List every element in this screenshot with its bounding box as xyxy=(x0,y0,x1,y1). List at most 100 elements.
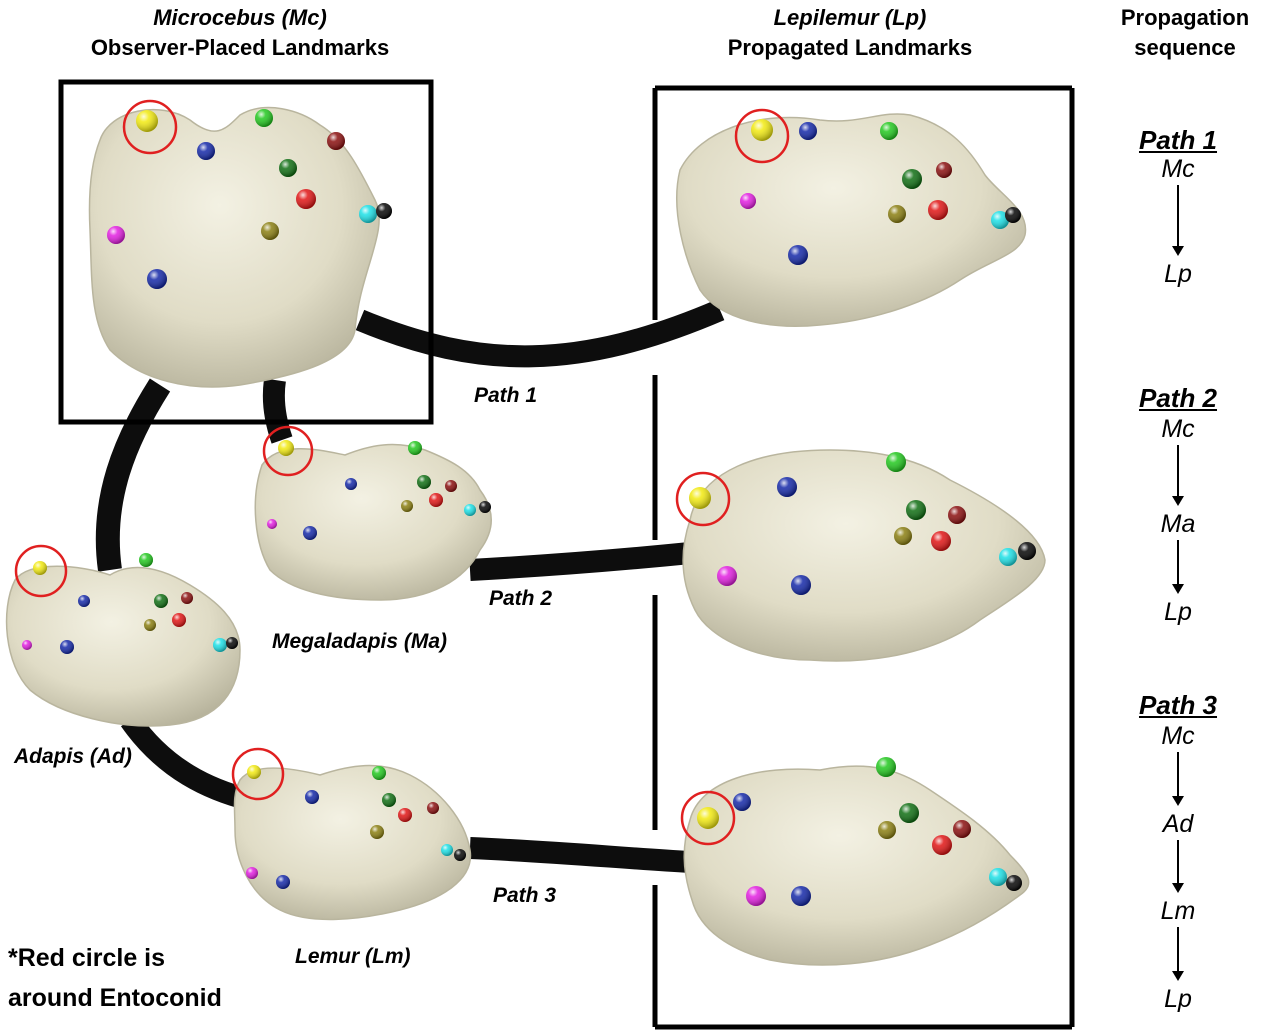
landmark-shading xyxy=(989,868,1007,886)
sequence-2-title: Path 2 xyxy=(1138,383,1218,413)
landmark-shading xyxy=(932,835,952,855)
landmark-shading xyxy=(717,566,737,586)
landmark-shading xyxy=(429,493,443,507)
lepilemur-frame xyxy=(652,85,1075,1030)
landmark-shading xyxy=(197,142,215,160)
sequence-3-node: Ad xyxy=(1162,810,1194,838)
microcebus-frame xyxy=(58,79,434,425)
landmark-shading xyxy=(327,132,345,150)
sequence-3-node: Mc xyxy=(1161,722,1195,750)
sequence-2-node: Mc xyxy=(1161,415,1195,443)
adapis-tooth xyxy=(5,544,241,727)
sequence-arrow xyxy=(1177,185,1179,248)
landmark-shading xyxy=(278,440,294,456)
landmark-shading xyxy=(359,205,377,223)
sequence-2-node: Ma xyxy=(1160,510,1196,538)
sequence-3-node: Lp xyxy=(1164,985,1192,1013)
landmark-shading xyxy=(345,478,357,490)
landmark-shading xyxy=(408,441,422,455)
sequence-arrow-head xyxy=(1172,584,1184,594)
tooth-surface xyxy=(88,106,380,388)
landmark-shading xyxy=(139,553,153,567)
landmark-shading xyxy=(888,205,906,223)
observer-landmarks-label: Observer-Placed Landmarks xyxy=(90,35,390,60)
landmark-shading xyxy=(899,803,919,823)
landmark-shading xyxy=(33,561,47,575)
mc-to-ad-connector xyxy=(95,378,171,572)
tooth-surface xyxy=(233,764,472,921)
landmark-shading xyxy=(931,531,951,551)
path-1-connector xyxy=(355,299,725,368)
lemur-label: Lemur (Lm) xyxy=(295,945,411,968)
landmark-shading xyxy=(376,203,392,219)
landmark-shading xyxy=(689,487,711,509)
landmark-shading xyxy=(441,844,453,856)
sequence-header: Propagation sequence xyxy=(1110,3,1260,63)
lepilemur-header: Lepilemur (Lp) Propagated Landmarks xyxy=(680,3,1020,63)
landmark-shading xyxy=(144,619,156,631)
entoconid-circle xyxy=(122,99,178,155)
landmark-shading xyxy=(78,595,90,607)
landmark-shading xyxy=(880,122,898,140)
landmark-shading xyxy=(398,808,412,822)
note-line2: around Entoconid xyxy=(8,984,222,1012)
landmark-shading xyxy=(267,519,277,529)
landmark-shading xyxy=(226,637,238,649)
entoconid-note: *Red circle is around Entoconid xyxy=(8,938,222,1018)
landmark-shading xyxy=(878,821,896,839)
landmark-shading xyxy=(1006,875,1022,891)
landmark-shading xyxy=(1005,207,1021,223)
sequence-1-title: Path 1 xyxy=(1138,125,1218,155)
sequence-1-node: Mc xyxy=(1161,155,1195,183)
landmark-shading xyxy=(454,849,466,861)
megaladapis-label: Megaladapis (Ma) xyxy=(272,630,448,653)
landmark-shading xyxy=(740,193,756,209)
adapis-label: Adapis (Ad) xyxy=(14,745,132,768)
entoconid-circle xyxy=(231,747,285,801)
lepilemur-tooth-3 xyxy=(680,757,1030,966)
sequence-header-line1: Propagation xyxy=(1120,5,1250,30)
propagated-landmarks-label: Propagated Landmarks xyxy=(727,35,973,60)
lepilemur-tooth-1 xyxy=(676,108,1027,327)
entoconid-circle xyxy=(734,108,790,164)
landmark-shading xyxy=(213,638,227,652)
path-3-connector xyxy=(469,837,691,873)
tooth-surface xyxy=(5,565,241,727)
mc-to-ma-connector xyxy=(262,378,293,444)
landmark-shading xyxy=(181,592,193,604)
tooth-surface xyxy=(682,449,1046,662)
landmark-shading xyxy=(464,504,476,516)
landmark-shading xyxy=(382,793,396,807)
landmark-shading xyxy=(172,613,186,627)
landmark-shading xyxy=(246,867,258,879)
landmark-shading xyxy=(247,765,261,779)
path-2-label: Path 2 xyxy=(489,587,553,610)
landmark-shading xyxy=(788,245,808,265)
microcebus-title: Microcebus (Mc) xyxy=(153,5,327,30)
sequence-arrow-head xyxy=(1172,971,1184,981)
landmark-shading xyxy=(876,757,896,777)
tooth-surface xyxy=(254,443,492,601)
megaladapis-tooth xyxy=(254,425,492,601)
path-3-label: Path 3 xyxy=(493,884,557,907)
sequence-arrow xyxy=(1177,540,1179,586)
landmark-shading xyxy=(751,119,773,141)
landmark-shading xyxy=(136,110,158,132)
lemur-tooth xyxy=(231,747,472,921)
landmark-shading xyxy=(999,548,1017,566)
path-1-label: Path 1 xyxy=(474,384,538,407)
landmark-shading xyxy=(928,200,948,220)
sequence-arrow-head xyxy=(1172,883,1184,893)
landmark-shading xyxy=(445,480,457,492)
landmark-shading xyxy=(1018,542,1036,560)
note-line1: *Red circle is xyxy=(8,944,166,972)
landmark-shading xyxy=(791,575,811,595)
sequence-arrow xyxy=(1177,927,1179,973)
entoconid-circle xyxy=(680,790,736,846)
landmark-shading xyxy=(296,189,316,209)
sequence-arrow xyxy=(1177,445,1179,498)
sequence-2-node: Lp xyxy=(1164,598,1192,626)
landmark-shading xyxy=(936,162,952,178)
landmark-shading xyxy=(154,594,168,608)
